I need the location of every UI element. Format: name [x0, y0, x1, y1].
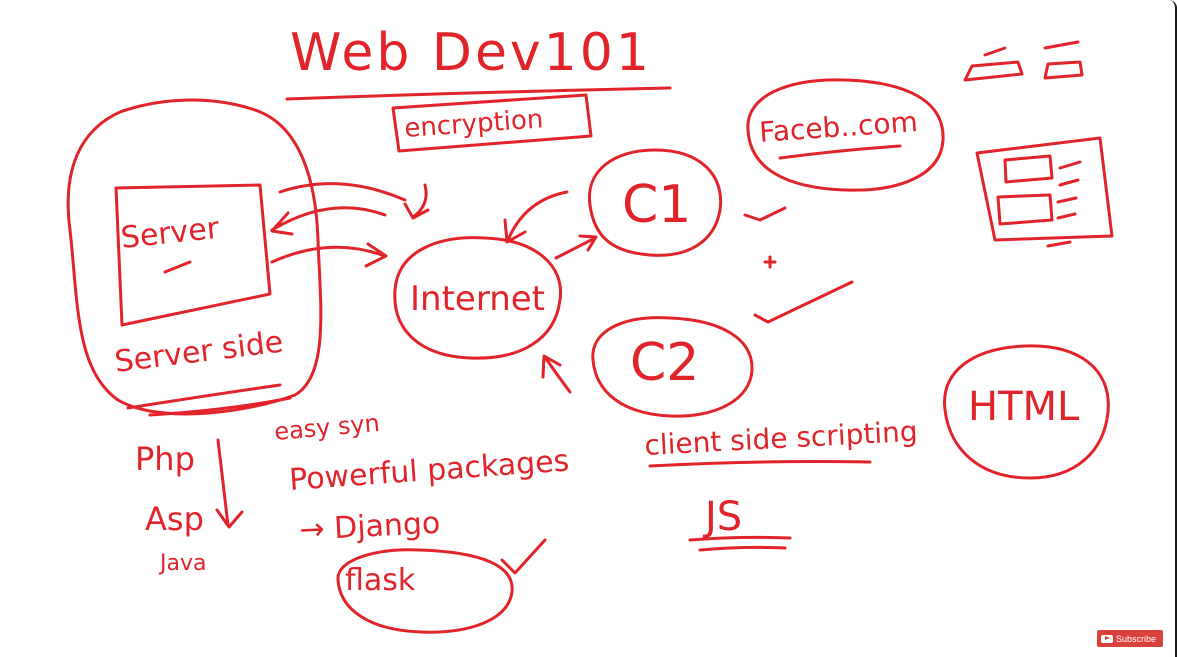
encryption-box	[391, 93, 593, 153]
html-label: HTML	[968, 384, 1080, 430]
flask-check	[500, 538, 547, 575]
lang-asp: Asp	[145, 500, 204, 538]
langs-arrow	[215, 438, 244, 529]
youtube-play-icon	[1101, 634, 1113, 643]
note-django: → Django	[299, 506, 442, 548]
title-underline	[285, 86, 672, 101]
c1-check	[743, 206, 787, 222]
flask-circle	[336, 548, 514, 634]
server-label: Server	[119, 211, 221, 256]
arrow-server-to-internet-1	[278, 182, 407, 202]
js-label: JS	[702, 494, 742, 540]
c1-label: C1	[622, 175, 691, 235]
center-dot	[763, 255, 777, 269]
server-underline-strokes	[126, 383, 292, 417]
note-flask: flask	[345, 563, 416, 598]
page-sketch-large	[975, 136, 1114, 248]
frame-edge	[1169, 0, 1177, 657]
server-side-blob	[66, 98, 323, 416]
arrow-internet-to-c1	[554, 234, 598, 260]
subscribe-label: Subscribe	[1116, 633, 1157, 644]
arrow-internet-to-server	[270, 206, 387, 236]
c2-check	[753, 280, 854, 324]
client-side-label: client side scripting	[644, 415, 919, 462]
server-side-label: Server side	[113, 325, 285, 380]
encryption-label: encryption	[403, 104, 544, 144]
internet-label: Internet	[410, 279, 545, 319]
js-underline	[688, 535, 792, 552]
subscribe-button[interactable]: Subscribe	[1097, 630, 1163, 647]
client-side-underline	[648, 460, 872, 468]
note-easy-syntax: easy syn	[273, 409, 381, 446]
c2-circle	[591, 316, 754, 418]
facebook-underline	[778, 144, 902, 160]
arrow-server-to-internet-2	[270, 242, 388, 268]
title-text: Web Dev101	[290, 23, 652, 83]
c1-circle	[587, 148, 723, 257]
encryption-arrow	[403, 183, 430, 220]
facebook-circle	[746, 78, 945, 192]
page-sketch-small-1	[963, 46, 1024, 82]
facebook-label: Faceb..com	[758, 105, 919, 149]
page-sketch-small-2	[1043, 40, 1084, 80]
server-underline	[163, 260, 192, 274]
lang-php: Php	[135, 440, 195, 478]
c2-label: C2	[630, 333, 699, 393]
internet-circle	[393, 236, 563, 360]
arrow-c1-to-internet	[503, 190, 569, 244]
html-circle	[943, 344, 1110, 480]
lang-java: Java	[158, 551, 206, 576]
note-powerful-packages: Powerful packages	[288, 444, 570, 498]
arrow-c2-to-internet	[541, 354, 572, 394]
server-box	[114, 183, 272, 327]
